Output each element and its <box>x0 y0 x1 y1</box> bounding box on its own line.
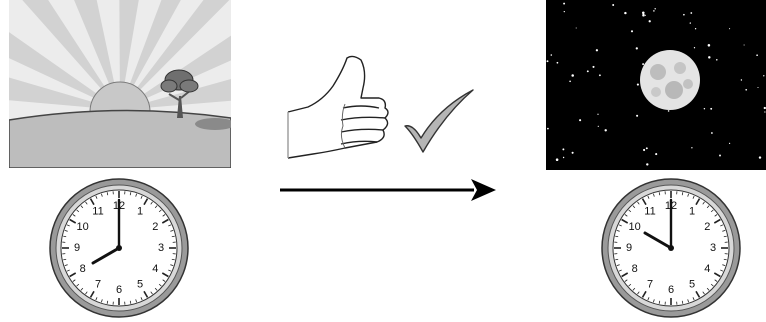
clock-numeral: 6 <box>116 284 122 296</box>
night-moon-scene-icon <box>546 0 766 170</box>
star <box>653 10 655 12</box>
star <box>547 60 549 62</box>
approval-group <box>283 52 483 167</box>
star <box>729 28 730 29</box>
star <box>690 22 691 23</box>
star <box>757 87 758 88</box>
star <box>704 108 705 109</box>
thumbs-up-icon <box>288 56 388 158</box>
clock-numeral: 3 <box>158 242 164 254</box>
star <box>654 8 655 9</box>
star <box>592 66 594 68</box>
star <box>631 30 633 32</box>
star <box>636 115 638 117</box>
clock-numeral: 4 <box>704 263 710 275</box>
star <box>605 129 607 131</box>
star <box>716 59 718 61</box>
clock-numeral: 4 <box>152 263 158 275</box>
star <box>756 54 758 56</box>
star <box>642 12 645 15</box>
clock-numeral: 9 <box>626 242 632 254</box>
star <box>612 4 614 6</box>
star <box>694 47 695 48</box>
star <box>624 12 626 14</box>
star <box>598 126 599 127</box>
star <box>572 152 574 154</box>
clock-numeral: 2 <box>704 221 710 233</box>
star <box>563 3 565 5</box>
clock-numeral: 11 <box>644 206 655 218</box>
clock-numeral: 7 <box>647 278 653 290</box>
star <box>711 132 713 134</box>
star <box>668 110 670 112</box>
clock-center <box>668 245 674 251</box>
clock-numeral: 3 <box>710 242 716 254</box>
star <box>637 84 639 86</box>
star <box>695 28 696 29</box>
star <box>599 74 601 76</box>
star <box>563 157 564 158</box>
clock-numeral: 1 <box>689 206 695 218</box>
star <box>646 147 648 149</box>
star <box>649 20 651 22</box>
star <box>708 56 710 58</box>
star <box>691 147 692 148</box>
star <box>645 15 646 16</box>
star <box>744 44 745 45</box>
star <box>690 12 692 14</box>
star <box>597 114 598 115</box>
clock-numeral: 11 <box>92 206 103 218</box>
star <box>564 11 565 12</box>
star <box>579 119 581 121</box>
star <box>729 143 730 144</box>
clock-numeral: 8 <box>80 263 86 275</box>
star <box>576 28 577 29</box>
star <box>596 49 598 51</box>
star <box>710 108 712 110</box>
clock-numeral: 1 <box>137 206 143 218</box>
star <box>556 158 559 161</box>
clock-numeral: 5 <box>137 278 143 290</box>
right-arrow-icon <box>278 176 498 206</box>
star <box>763 75 764 76</box>
star <box>642 63 644 65</box>
star <box>646 163 648 165</box>
star <box>636 47 638 49</box>
ground <box>9 110 231 168</box>
star <box>551 54 553 56</box>
star <box>745 89 747 91</box>
sunrise-scene-icon <box>9 0 231 168</box>
star <box>643 149 645 151</box>
clock-icon-right: 121234567891011 <box>600 177 742 319</box>
star <box>759 156 761 158</box>
star <box>655 153 657 155</box>
clock-numeral: 6 <box>668 284 674 296</box>
clock-numeral: 7 <box>95 278 101 290</box>
star <box>683 14 685 16</box>
star <box>569 80 571 82</box>
star <box>719 155 721 157</box>
star <box>642 14 645 17</box>
star <box>764 111 765 112</box>
clock-center <box>116 245 122 251</box>
checkmark-icon <box>405 90 473 152</box>
clock-numeral: 10 <box>629 221 641 233</box>
clock-numeral: 8 <box>632 263 638 275</box>
clock-numeral: 5 <box>689 278 695 290</box>
moon-icon <box>640 50 700 110</box>
star <box>587 70 589 72</box>
clock-numeral: 10 <box>77 221 89 233</box>
star <box>741 79 742 80</box>
star <box>708 44 711 47</box>
clock-numeral: 9 <box>74 242 80 254</box>
clock-numeral: 2 <box>152 221 158 233</box>
star <box>571 74 574 77</box>
star <box>562 148 564 150</box>
star <box>557 62 559 64</box>
clock-icon-left: 121234567891011 <box>48 177 190 319</box>
star <box>547 128 549 130</box>
